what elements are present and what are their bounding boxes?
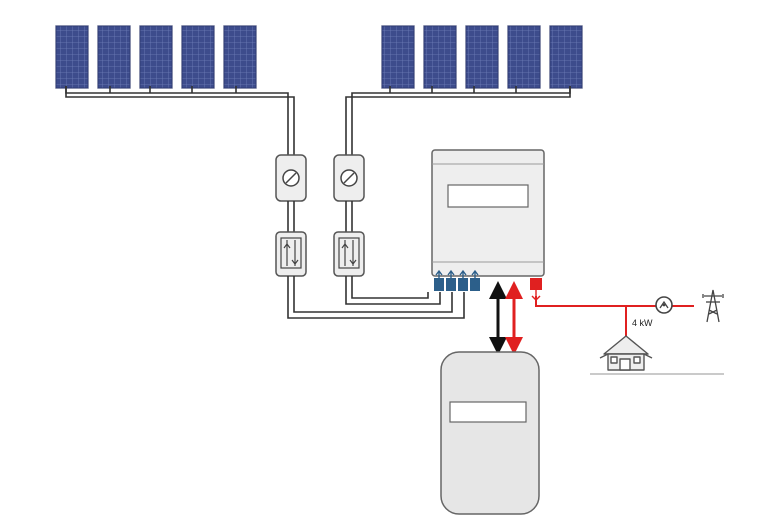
right-solar-array — [381, 25, 583, 89]
dc-input-terminal — [434, 269, 444, 291]
meter-icon — [655, 296, 673, 314]
dc-input-terminals — [434, 269, 480, 291]
right-solar-panel — [423, 25, 457, 89]
left-solar-panel — [223, 25, 257, 89]
switch-icon — [340, 169, 358, 187]
left-solar-panel — [181, 25, 215, 89]
battery — [440, 351, 540, 515]
right-solar-panel — [507, 25, 541, 89]
dc-input-terminal — [458, 269, 468, 291]
right-solar-panel — [549, 25, 583, 89]
left-disconnect-switch — [275, 154, 307, 202]
switch-icon — [282, 169, 300, 187]
pylon-icon — [702, 289, 724, 323]
fuse-to-inverter-wiring — [287, 276, 465, 319]
fuse-icon — [338, 237, 360, 269]
left-solar-panel — [139, 25, 173, 89]
dc-input-terminal — [446, 269, 456, 291]
left-array-wiring — [65, 86, 295, 155]
battery-link-arrows — [489, 281, 523, 355]
left-fuse-box — [275, 231, 307, 277]
right-fuse-box — [333, 231, 365, 277]
battery-display — [449, 401, 527, 423]
inverter-display — [447, 184, 529, 208]
fuse-icon — [280, 237, 302, 269]
house-icon — [599, 335, 653, 371]
load-label: 4 kW — [632, 318, 653, 328]
switch-to-fuse-wiring — [287, 201, 353, 232]
left-solar-panel — [55, 25, 89, 89]
left-solar-panel — [97, 25, 131, 89]
dc-input-terminal — [470, 269, 480, 291]
right-array-wiring — [345, 86, 571, 155]
right-solar-panel — [381, 25, 415, 89]
left-solar-array — [55, 25, 257, 89]
ac-grid-line — [535, 296, 694, 340]
right-solar-panel — [465, 25, 499, 89]
inverter — [431, 149, 545, 277]
right-disconnect-switch — [333, 154, 365, 202]
